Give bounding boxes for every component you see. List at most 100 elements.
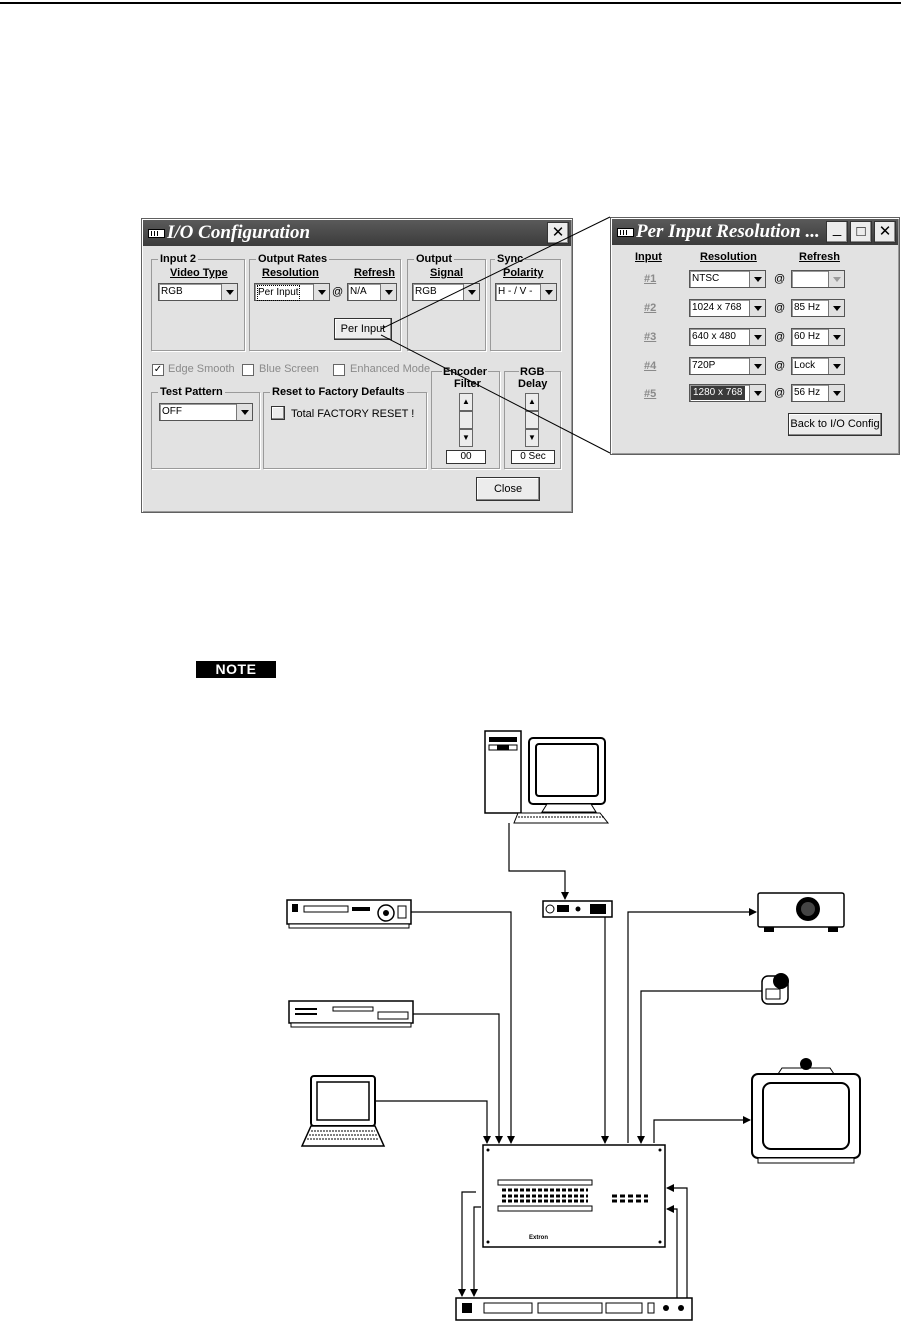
reset-group: Reset to Factory Defaults Total FACTORY … (263, 385, 427, 469)
input-3-resolution-value: 640 x 480 (692, 331, 736, 342)
matrix-switcher-icon: Extron (482, 1144, 666, 1248)
rgb-delay-group: RGB Delay ▲ ▼ 0 Sec (504, 366, 561, 469)
per-input-button[interactable]: Per Input (334, 318, 392, 340)
input-5-resolution-dropdown[interactable]: 1280 x 768 (689, 384, 766, 402)
per-input-titlebar[interactable]: Per Input Resolution ... _ □ ✕ (612, 219, 898, 245)
rgb-delay-down-arrow[interactable]: ▼ (525, 429, 539, 447)
input-5-link[interactable]: #5 (644, 388, 657, 400)
close-button[interactable]: Close (476, 477, 540, 501)
cable-lines (375, 823, 762, 1298)
chevron-down-icon[interactable] (749, 358, 765, 374)
connection-diagram: Extron (286, 730, 861, 1321)
chevron-down-icon[interactable] (236, 404, 252, 420)
edge-smooth-checkbox[interactable]: ✓ (152, 364, 164, 376)
minimize-icon[interactable]: _ (826, 221, 848, 243)
signal-label: Signal (430, 267, 464, 279)
test-pattern-value: OFF (162, 406, 182, 417)
blue-screen-label: Blue Screen (259, 363, 319, 375)
input-2-resolution-value: 1024 x 768 (692, 302, 742, 313)
output-refresh-dropdown[interactable]: N/A (347, 283, 397, 301)
resolution-column-header: Resolution (700, 251, 757, 263)
input-2-refresh-value: 85 Hz (794, 302, 821, 313)
video-type-dropdown[interactable]: RGB (158, 283, 238, 301)
rgb-delay-slider[interactable] (525, 411, 539, 429)
encoder-filter-slider[interactable] (459, 411, 473, 429)
io-config-titlebar[interactable]: I/O Configuration ✕ (143, 220, 571, 246)
encoder-filter-up-arrow[interactable]: ▲ (459, 393, 473, 411)
chevron-down-icon[interactable] (221, 284, 237, 300)
input-4-refresh-dropdown[interactable]: Lock (791, 357, 845, 375)
factory-reset-button[interactable] (271, 406, 285, 420)
refresh-label: Refresh (354, 267, 395, 279)
chevron-down-icon[interactable] (828, 358, 844, 374)
interface-box-icon (542, 900, 613, 918)
chevron-down-icon[interactable] (540, 284, 556, 300)
encoder-filter-label-1: Encoder (442, 366, 489, 379)
output-resolution-dropdown[interactable]: Per Input (254, 283, 330, 301)
polarity-dropdown[interactable]: H - / V - (495, 283, 557, 301)
close-icon[interactable]: ✕ (874, 221, 896, 243)
per-input-title: Per Input Resolution ... (636, 221, 820, 242)
computer-icon (484, 730, 610, 824)
app-icon (148, 229, 165, 238)
input-2-refresh-dropdown[interactable]: 85 Hz (791, 299, 845, 317)
callout-lines (380, 216, 611, 454)
test-pattern-group: Test Pattern OFF (151, 385, 260, 469)
chevron-down-icon[interactable] (380, 284, 396, 300)
test-pattern-dropdown[interactable]: OFF (159, 403, 253, 421)
encoder-filter-group: Encoder Filter ▲ ▼ 00 (431, 366, 500, 469)
back-to-io-config-button[interactable]: Back to I/O Config (788, 413, 882, 436)
at-sign: @ (774, 331, 786, 343)
video-type-value: RGB (161, 286, 183, 297)
laptop-icon (300, 1075, 386, 1147)
chevron-down-icon[interactable] (749, 385, 765, 401)
input-group-label: Input 2 (158, 252, 199, 266)
input-1-refresh-dropdown[interactable] (791, 270, 845, 288)
test-pattern-label: Test Pattern (158, 385, 225, 399)
maximize-icon[interactable]: □ (850, 221, 872, 243)
rgb-delay-up-arrow[interactable]: ▲ (525, 393, 539, 411)
input-4-resolution-dropdown[interactable]: 720P (689, 357, 766, 375)
chevron-down-icon[interactable] (749, 329, 765, 345)
reset-group-label: Reset to Factory Defaults (270, 385, 407, 399)
at-sign: @ (774, 360, 786, 372)
control-panel-icon (455, 1297, 693, 1321)
video-type-label: Video Type (170, 267, 228, 279)
input-1-link[interactable]: #1 (644, 273, 657, 285)
chevron-down-icon[interactable] (313, 284, 329, 300)
chevron-down-icon[interactable] (828, 271, 844, 287)
input-2-resolution-dropdown[interactable]: 1024 x 768 (689, 299, 766, 317)
switcher-brand: Extron (529, 1235, 548, 1241)
note-badge: NOTE (196, 661, 276, 678)
output-rates-label: Output Rates (256, 252, 330, 266)
input-group: Input 2 Video Type RGB (151, 252, 245, 351)
input-5-refresh-dropdown[interactable]: 56 Hz (791, 384, 845, 402)
input-3-link[interactable]: #3 (644, 331, 657, 343)
projector-icon (757, 892, 845, 932)
app-icon (617, 228, 634, 237)
chevron-down-icon[interactable] (749, 300, 765, 316)
enhanced-mode-checkbox[interactable] (333, 364, 345, 376)
output-group: Output Signal RGB (407, 252, 486, 351)
input-3-refresh-dropdown[interactable]: 60 Hz (791, 328, 845, 346)
output-rates-group: Output Rates Resolution Refresh Per Inpu… (249, 252, 401, 351)
encoder-filter-down-arrow[interactable]: ▼ (459, 429, 473, 447)
chevron-down-icon[interactable] (828, 300, 844, 316)
input-2-link[interactable]: #2 (644, 302, 657, 314)
blue-screen-checkbox[interactable] (242, 364, 254, 376)
close-icon[interactable]: ✕ (547, 222, 569, 244)
chevron-down-icon[interactable] (828, 329, 844, 345)
input-1-resolution-dropdown[interactable]: NTSC (689, 270, 766, 288)
vcr-icon (286, 899, 412, 929)
input-4-link[interactable]: #4 (644, 360, 657, 372)
chevron-down-icon[interactable] (749, 271, 765, 287)
rgb-delay-label-2: Delay (518, 378, 548, 390)
input-4-refresh-value: Lock (794, 360, 816, 371)
input-3-resolution-dropdown[interactable]: 640 x 480 (689, 328, 766, 346)
chevron-down-icon[interactable] (463, 284, 479, 300)
signal-dropdown[interactable]: RGB (412, 283, 480, 301)
encoder-filter-label-2: Filter (454, 378, 481, 390)
at-sign: @ (332, 286, 344, 298)
chevron-down-icon[interactable] (828, 385, 844, 401)
at-sign: @ (774, 302, 786, 314)
